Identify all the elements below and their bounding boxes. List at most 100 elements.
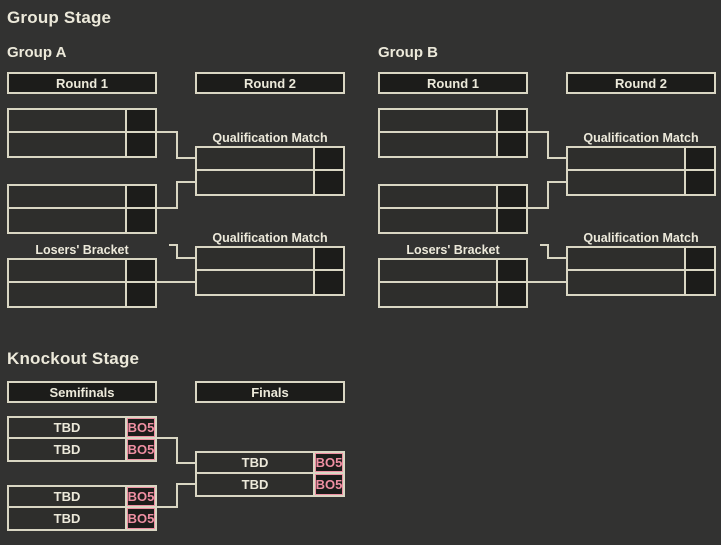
semifinals-column-header: Semifinals (7, 381, 157, 403)
semifinal-2-match: TBD BO5 TBD BO5 (7, 485, 157, 531)
bracket-connector (176, 157, 195, 159)
round1-match-2 (378, 184, 528, 234)
team-slot (9, 209, 125, 232)
loser-drop-connector (169, 244, 178, 246)
format-badge: BO5 (313, 453, 343, 474)
bracket-connector (176, 437, 178, 464)
team-slot (380, 110, 496, 133)
losers-bracket-match (378, 258, 528, 308)
bracket-connector (176, 483, 195, 485)
knockout-stage-title: Knockout Stage (7, 349, 140, 368)
qualification-match-1 (566, 146, 716, 196)
score-cell (125, 209, 155, 232)
score-cell (496, 110, 526, 133)
bracket-connector (547, 181, 549, 209)
bracket-connector (157, 437, 176, 439)
qualification-match-label: Qualification Match (583, 231, 699, 245)
bracket-connector (157, 207, 176, 209)
semifinal-1-match: TBD BO5 TBD BO5 (7, 416, 157, 462)
score-cell (125, 283, 155, 306)
bracket-connector (157, 506, 176, 508)
team-slot (197, 248, 313, 271)
format-badge: BO5 (125, 439, 155, 460)
losers-bracket-label: Losers' Bracket (35, 243, 129, 257)
team-slot (197, 148, 313, 171)
bracket-connector (528, 131, 547, 133)
round1-match-1 (7, 108, 157, 158)
team-slot (568, 148, 684, 171)
bracket-connector (547, 157, 566, 159)
loser-drop-connector (547, 244, 549, 259)
score-cell (496, 260, 526, 283)
team-slot (568, 248, 684, 271)
score-cell (496, 133, 526, 156)
team-slot (9, 260, 125, 283)
round-1-column-header: Round 1 (7, 72, 157, 94)
format-badge: BO5 (125, 418, 155, 439)
losers-bracket-label: Losers' Bracket (406, 243, 500, 257)
team-slot: TBD (197, 453, 313, 474)
qualification-match-2 (195, 246, 345, 296)
team-slot (568, 271, 684, 294)
score-cell (684, 271, 714, 294)
score-cell (684, 148, 714, 171)
score-cell (313, 248, 343, 271)
team-slot (9, 133, 125, 156)
group-stage-title: Group Stage (7, 8, 112, 27)
team-slot: TBD (9, 439, 125, 460)
score-cell (496, 209, 526, 232)
score-cell (313, 171, 343, 194)
team-slot (380, 260, 496, 283)
format-badge: BO5 (313, 474, 343, 495)
team-slot: TBD (9, 418, 125, 439)
round-2-column-header: Round 2 (566, 72, 716, 94)
team-slot (380, 186, 496, 209)
bracket-connector (176, 483, 178, 508)
qualification-match-label: Qualification Match (212, 131, 328, 145)
bracket-connector (547, 131, 549, 159)
score-cell (684, 248, 714, 271)
score-cell (125, 260, 155, 283)
team-slot: TBD (9, 508, 125, 529)
team-slot (380, 133, 496, 156)
loser-drop-connector (540, 244, 549, 246)
score-cell (684, 171, 714, 194)
score-cell (125, 110, 155, 133)
round-1-column-header: Round 1 (378, 72, 528, 94)
losers-bracket-match (7, 258, 157, 308)
bracket-connector (528, 207, 547, 209)
bracket-connector (176, 131, 178, 159)
score-cell (125, 133, 155, 156)
group-a-bracket: Group A Round 1 Round 2 Qualification Ma… (7, 44, 346, 314)
finals-column-header: Finals (195, 381, 345, 403)
score-cell (125, 186, 155, 209)
bracket-connector (176, 181, 178, 209)
team-slot: TBD (197, 474, 313, 495)
team-slot (380, 209, 496, 232)
team-slot (197, 271, 313, 294)
team-slot (197, 171, 313, 194)
team-slot (9, 110, 125, 133)
loser-drop-connector (176, 244, 178, 259)
team-slot (568, 171, 684, 194)
score-cell (496, 283, 526, 306)
qualification-match-2 (566, 246, 716, 296)
bracket-connector (157, 281, 195, 283)
final-match: TBD BO5 TBD BO5 (195, 451, 345, 497)
loser-drop-connector (176, 257, 195, 259)
bracket-connector (547, 181, 566, 183)
round1-match-2 (7, 184, 157, 234)
round-2-column-header: Round 2 (195, 72, 345, 94)
format-badge: BO5 (125, 487, 155, 508)
qualification-match-label: Qualification Match (583, 131, 699, 145)
bracket-connector (176, 462, 195, 464)
group-name: Group A (7, 44, 67, 61)
team-slot (9, 186, 125, 209)
qualification-match-label: Qualification Match (212, 231, 328, 245)
format-badge: BO5 (125, 508, 155, 529)
bracket-connector (528, 281, 566, 283)
group-name: Group B (378, 44, 438, 61)
round1-match-1 (378, 108, 528, 158)
score-cell (313, 271, 343, 294)
